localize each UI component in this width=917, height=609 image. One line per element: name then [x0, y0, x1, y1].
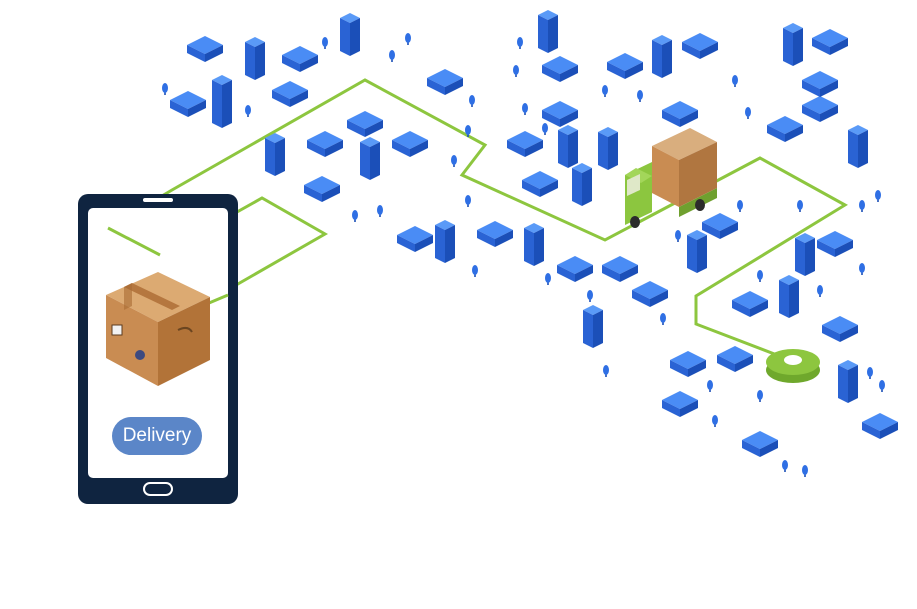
- destination-marker-icon: [766, 349, 820, 383]
- delivery-route: [107, 78, 848, 362]
- speaker-grille: [143, 198, 173, 202]
- home-button[interactable]: [143, 482, 173, 496]
- delivery-truck-icon: [625, 128, 717, 228]
- delivery-button[interactable]: Delivery: [112, 417, 202, 455]
- city-trees: [162, 33, 885, 477]
- package-box-icon: [106, 272, 210, 386]
- city-buildings: [170, 10, 898, 457]
